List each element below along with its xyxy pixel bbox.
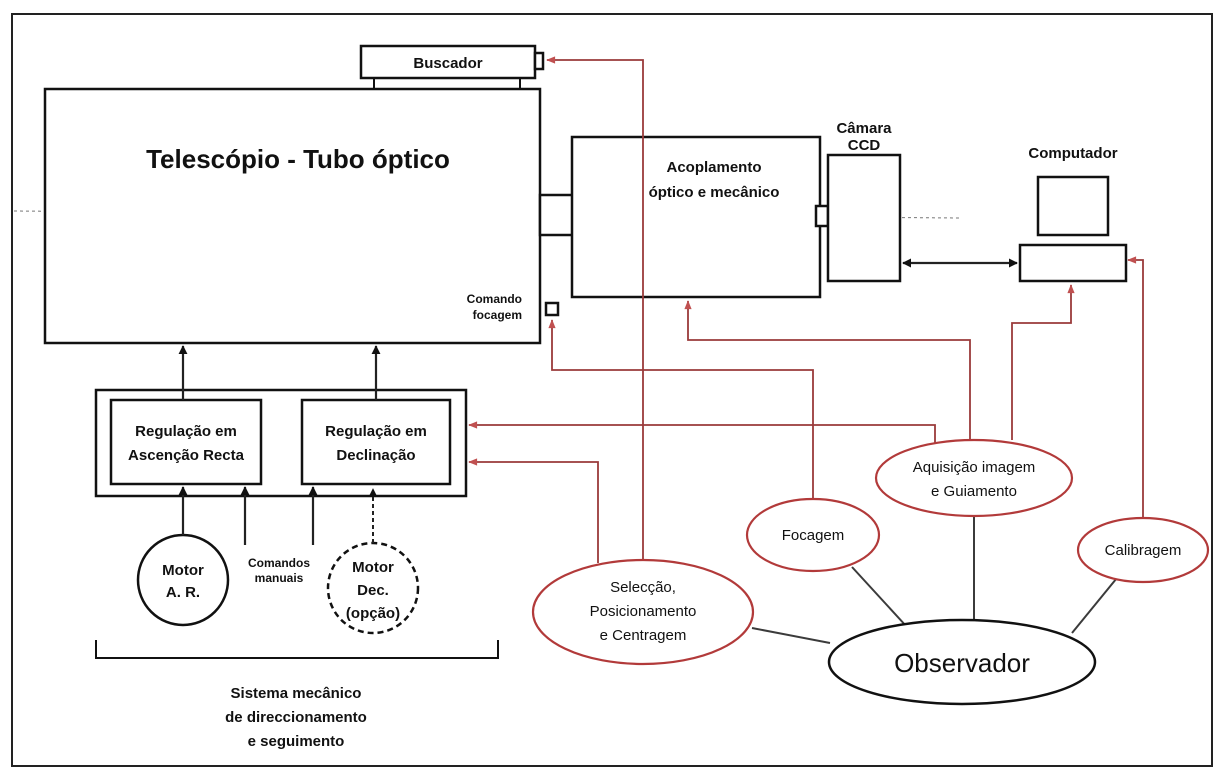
computer-base [1018,243,1128,283]
reg-dec-label-1: Regulação em [325,423,427,440]
aquisicao-label-1: Aquisição imagem [913,459,1036,476]
mechanical-system-bracket [95,640,499,659]
reg-ar-box [109,398,263,486]
line-seleccao-to-buscador [546,56,644,570]
line-aquisicao-to-acoplamento [684,300,971,445]
ccd-camera-box [826,153,902,283]
observador-label: Observador [894,648,1030,678]
line-observer-seleccao [751,627,831,644]
acoplamento-label-1: Acoplamento [666,159,761,176]
acoplamento-box [570,135,822,299]
sistema-label-1: Sistema mecânico [231,685,362,702]
seleccao-label-3: e Centragem [600,627,687,644]
camara-label-1: Câmara [836,120,892,137]
motor-ar-circle [136,533,230,627]
motor-dec-label-2: Dec. [357,582,389,599]
calibragem-label: Calibragem [1105,542,1182,559]
comandos-label-1: Comandos [248,556,310,570]
motor-ar-label-1: Motor [162,562,204,579]
focagem-label: Focagem [782,527,845,544]
observador-ellipse [827,618,1097,706]
motor-ar-label-2: A. R. [166,584,200,601]
sistema-label-3: e seguimento [248,733,345,750]
line-observer-focagem [851,566,908,628]
comandos-label-2: manuais [255,571,304,585]
comando-focagem-knob [544,301,560,317]
computador-label: Computador [1028,145,1117,162]
line-aquisicao-to-regulation [468,421,936,445]
seleccao-ellipse [531,558,755,666]
aquisicao-label-2: e Guiamento [931,483,1017,500]
outer-frame [11,13,1213,767]
sistema-label-2: de direccionamento [225,709,367,726]
calibragem-ellipse [1076,516,1210,584]
computer-monitor [1036,175,1110,237]
reg-dec-box [300,398,452,486]
motor-dec-label-3: (opção) [346,605,400,622]
motor-dec-label-1: Motor [352,559,394,576]
seleccao-label-1: Selecção, [610,579,676,596]
ccd-adapter [814,204,830,228]
line-focagem-to-comando [548,319,814,500]
reg-dec-label-2: Declinação [336,447,415,464]
telescope-title: Telescópio - Tubo óptico [146,144,450,174]
aquisicao-ellipse [874,438,1074,518]
comando-focagem-label-1: Comando [467,292,522,306]
buscador-label: Buscador [413,55,482,72]
line-calibragem-to-computer [1127,256,1144,520]
buscador-box [359,44,545,89]
focagem-ellipse [745,497,881,573]
comando-focagem-label-2: focagem [473,308,522,322]
line-aquisicao-to-computer [1011,284,1075,440]
acoplamento-label-2: óptico e mecânico [649,184,780,201]
reg-ar-label-1: Regulação em [135,423,237,440]
telescope-tube-box [43,87,542,345]
line-seleccao-to-regulation [468,458,599,563]
line-observer-calibragem [1071,572,1122,634]
seleccao-label-2: Posicionamento [590,603,697,620]
camara-label-2: CCD [848,137,881,154]
reg-ar-label-2: Ascenção Recta [128,447,245,464]
